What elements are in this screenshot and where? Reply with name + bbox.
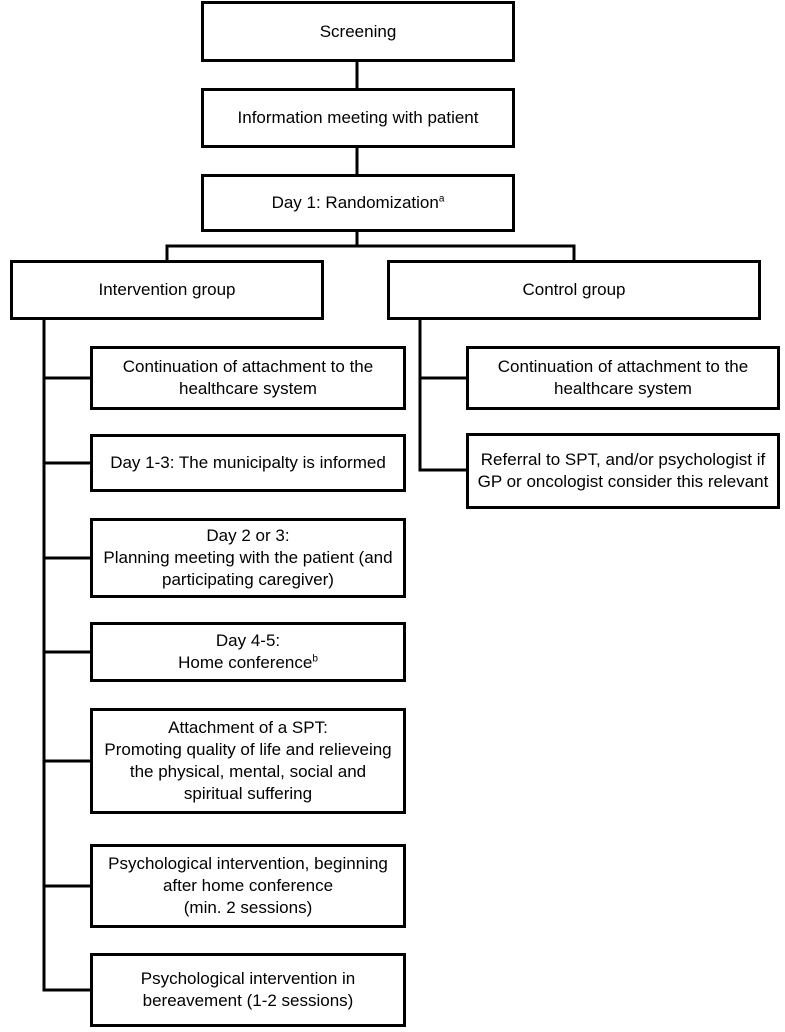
randomization-footnote-mark: a xyxy=(438,193,445,205)
ctrl-referral-line-2: GP or oncologist consider this relevant xyxy=(477,472,769,491)
control-group-label: Control group xyxy=(522,280,626,299)
int-psych-line-1: Psychological intervention, beginning xyxy=(108,854,388,873)
int-psych-line-2: after home conference xyxy=(162,876,334,895)
info-meeting-label: Information meeting with patient xyxy=(237,108,479,127)
int-continuation-box: Continuation of attachment to the health… xyxy=(90,346,406,410)
int-bereavement-line-1: Psychological intervention in xyxy=(140,969,356,988)
int-bereavement-box: Psychological intervention in bereavemen… xyxy=(90,953,406,1027)
info-meeting-box: Information meeting with patient xyxy=(201,88,515,148)
int-continuation-line-2: healthcare system xyxy=(179,379,317,398)
int-municipality-label: Day 1-3: The municipalty is informed xyxy=(110,453,386,472)
ctrl-continuation-box: Continuation of attachment to the health… xyxy=(466,346,780,410)
int-planning-line-3: participating caregiver) xyxy=(162,570,334,589)
int-spt-line-4: spiritual suffering xyxy=(183,784,313,803)
int-continuation-line-1: Continuation of attachment to the xyxy=(122,357,374,376)
int-home-conference-line-1: Day 4-5: xyxy=(215,631,281,650)
ctrl-continuation-line-2: healthcare system xyxy=(554,379,692,398)
int-planning-line-1: Day 2 or 3: xyxy=(206,526,290,545)
randomization-box: Day 1: Randomizationa xyxy=(201,174,515,232)
int-home-conference-line-2: Home conference xyxy=(178,653,313,672)
ctrl-referral-line-1: Referral to SPT, and/or psychologist if xyxy=(480,450,766,469)
int-spt-box: Attachment of a SPT: Promoting quality o… xyxy=(90,708,406,814)
int-spt-line-2: Promoting quality of life and relieveing xyxy=(104,740,392,759)
screening-box: Screening xyxy=(201,1,515,62)
int-municipality-box: Day 1-3: The municipalty is informed xyxy=(90,434,406,492)
int-psych-box: Psychological intervention, beginning af… xyxy=(90,844,406,928)
int-planning-box: Day 2 or 3: Planning meeting with the pa… xyxy=(90,518,406,598)
ctrl-referral-box: Referral to SPT, and/or psychologist if … xyxy=(466,433,780,509)
int-bereavement-line-2: bereavement (1-2 sessions) xyxy=(142,991,354,1010)
int-home-conference-box: Day 4-5: Home conferenceb xyxy=(90,622,406,682)
int-spt-line-1: Attachment of a SPT: xyxy=(168,718,328,737)
intervention-group-box: Intervention group xyxy=(10,260,324,320)
control-group-box: Control group xyxy=(387,260,761,320)
int-planning-line-2: Planning meeting with the patient (and xyxy=(103,548,393,567)
ctrl-continuation-line-1: Continuation of attachment to the xyxy=(497,357,749,376)
intervention-group-label: Intervention group xyxy=(98,280,236,299)
randomization-label: Day 1: Randomization xyxy=(271,193,439,212)
int-spt-line-3: the physical, mental, social and xyxy=(129,762,367,781)
home-conference-footnote-mark: b xyxy=(312,653,318,665)
int-psych-line-3: (min. 2 sessions) xyxy=(183,898,313,917)
screening-label: Screening xyxy=(319,21,397,41)
